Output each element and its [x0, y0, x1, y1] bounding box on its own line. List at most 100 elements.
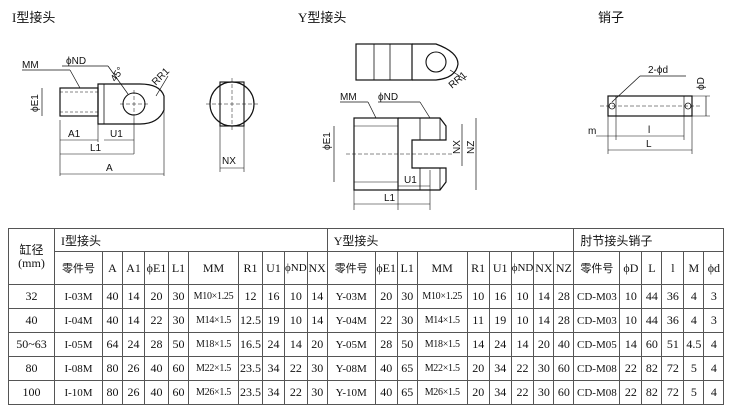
- i-joint-drawing: I型接头 MM ϕND 45° RR1 ϕE1 A1 U1: [12, 10, 258, 176]
- i-label-a1: A1: [68, 129, 81, 140]
- table-cell: 12: [238, 284, 263, 309]
- col-header: L1: [396, 251, 418, 285]
- table-cell: M18×1.5: [188, 332, 239, 357]
- table-cell: 82: [641, 380, 663, 405]
- table-cell: 80: [102, 356, 123, 381]
- table-cell: 14: [533, 308, 555, 333]
- table-cell: CD-M08: [573, 356, 621, 381]
- table-cell: 28: [553, 308, 575, 333]
- table-cell: 10: [510, 284, 535, 309]
- table-cell: CD-M08: [573, 380, 621, 405]
- table-cell: 34: [262, 356, 285, 381]
- table-cell: M10×1.25: [416, 284, 468, 309]
- table-cell: 20: [374, 284, 398, 309]
- table-cell: 4: [703, 356, 725, 381]
- table-cell: Y-03M: [326, 284, 376, 309]
- col-header: ϕD: [619, 251, 643, 285]
- table-cell: 22: [144, 308, 169, 333]
- table-cell: 30: [168, 308, 189, 333]
- table-cell: M14×1.5: [188, 308, 239, 333]
- table-cell: 60: [553, 380, 575, 405]
- table-cell: 22: [619, 356, 643, 381]
- i-label-45: 45°: [109, 65, 127, 84]
- table-cell: 14: [510, 332, 535, 357]
- table-cell: I-10M: [54, 380, 103, 405]
- col-header: U1: [488, 251, 512, 285]
- bore-header: 缸径 (mm): [8, 228, 55, 285]
- table-cell: 10: [284, 308, 308, 333]
- table-cell: 16: [262, 284, 285, 309]
- table-cell: 50: [396, 332, 418, 357]
- col-header: L1: [168, 251, 189, 285]
- col-header: M: [683, 251, 705, 285]
- i-label-mm: MM: [22, 60, 39, 71]
- table-cell: 10: [619, 308, 643, 333]
- y-label-u1: U1: [404, 175, 417, 186]
- pin-label-L: L: [646, 139, 652, 150]
- table-cell: 5: [683, 356, 705, 381]
- table-cell: 44: [641, 308, 663, 333]
- table-cell: CD-M03: [573, 284, 621, 309]
- table-cell: 22: [284, 380, 308, 405]
- table-cell: 30: [396, 284, 418, 309]
- col-header: 零件号: [573, 251, 621, 285]
- table-cell: 80: [8, 356, 55, 381]
- table-cell: 40: [102, 308, 123, 333]
- table-cell: 40: [144, 380, 169, 405]
- table-cell: Y-05M: [326, 332, 376, 357]
- table-cell: 24: [488, 332, 512, 357]
- table-cell: 14: [533, 284, 555, 309]
- table-cell: 28: [374, 332, 398, 357]
- table-cell: 34: [488, 380, 512, 405]
- y-joint-drawing: Y型接头 RR1 MM ϕND ϕE1 NX NZ: [298, 10, 477, 210]
- table-cell: 4: [683, 284, 705, 309]
- table-cell: 20: [144, 284, 169, 309]
- col-header: A: [102, 251, 123, 285]
- i-label-a: A: [106, 163, 113, 174]
- table-cell: 19: [262, 308, 285, 333]
- table-cell: 10: [284, 284, 308, 309]
- table-cell: 36: [661, 308, 685, 333]
- table-cell: CD-M03: [573, 308, 621, 333]
- table-cell: 30: [306, 380, 328, 405]
- table-cell: 60: [168, 356, 189, 381]
- header-row-groups: 缸径 (mm) I型接头 Y型接头 肘节接头销子: [8, 228, 725, 285]
- table-cell: Y-10M: [326, 380, 376, 405]
- table-cell: 20: [306, 332, 328, 357]
- table-cell: 5: [683, 380, 705, 405]
- table-cell: 14: [466, 332, 490, 357]
- table-cell: 14: [619, 332, 643, 357]
- table-cell: 51: [661, 332, 685, 357]
- table-cell: 32: [8, 284, 55, 309]
- col-header: l: [661, 251, 685, 285]
- pin-drawing: 销子 2-ϕd ϕD m l L: [588, 10, 710, 154]
- table-cell: 60: [553, 356, 575, 381]
- table-cell: 65: [396, 380, 418, 405]
- pin-label-l: l: [648, 125, 650, 136]
- y-label-rr1: RR1: [447, 70, 470, 92]
- table-cell: 100: [8, 380, 55, 405]
- col-header: R1: [466, 251, 490, 285]
- table-cell: 3: [703, 284, 725, 309]
- table-cell: 3: [703, 308, 725, 333]
- table-cell: Y-08M: [326, 356, 376, 381]
- technical-drawings: I型接头 MM ϕND 45° RR1 ϕE1 A1 U1: [12, 10, 710, 210]
- table-cell: I-08M: [54, 356, 103, 381]
- col-header: 零件号: [54, 251, 103, 285]
- table-cell: 36: [661, 284, 685, 309]
- pin-title: 销子: [598, 10, 624, 25]
- table-cell: 23.5: [238, 380, 263, 405]
- table-cell: 30: [533, 356, 555, 381]
- table-cell: 34: [262, 380, 285, 405]
- table-cell: 40: [144, 356, 169, 381]
- table-cell: M26×1.5: [188, 380, 239, 405]
- table-cell: 20: [466, 356, 490, 381]
- table-cell: 44: [641, 284, 663, 309]
- y-label-nz: NZ: [466, 141, 477, 154]
- table-cell: 50: [168, 332, 189, 357]
- y-label-nx: NX: [452, 140, 463, 154]
- col-header: ϕE1: [144, 251, 169, 285]
